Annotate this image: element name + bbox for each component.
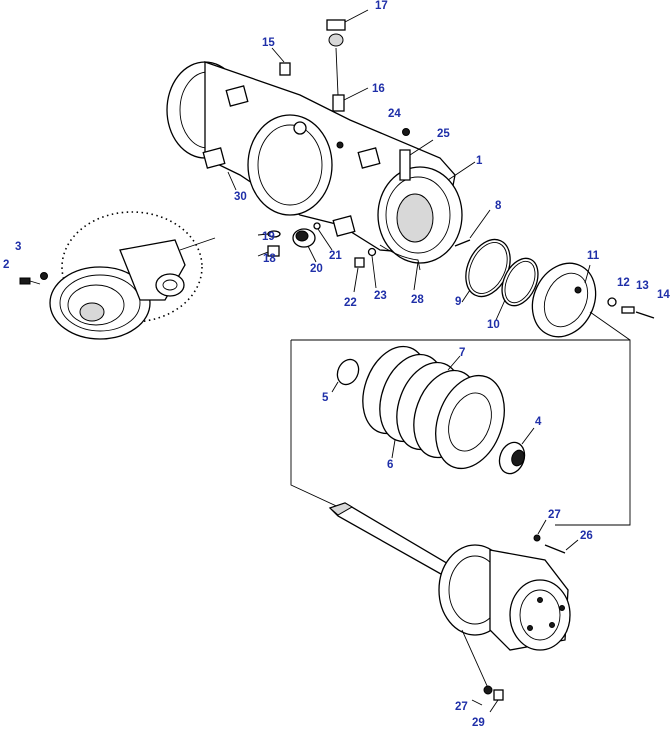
callout-10: 10 [487,319,500,331]
o-ring-10 [495,257,539,321]
washer-19 [257,230,281,238]
axle-shaft [328,502,456,579]
callout-29: 29 [472,717,485,729]
bracket-25 [399,139,434,181]
callout-20: 20 [310,263,323,275]
callout-27: 27 [548,509,561,521]
pin-8 [454,209,491,247]
callout-3: 3 [15,241,21,253]
piston-11 [531,262,597,338]
callout-16: 16 [372,83,385,95]
plug-15 [271,47,291,76]
callout-11: 11 [587,250,600,262]
callout-21: 21 [329,250,342,262]
callout-30: 30 [234,191,247,203]
wire-28 [379,244,421,291]
pin-21 [313,222,333,251]
callout-19: 19 [262,231,275,243]
washer-3 [40,272,48,280]
brake-plates-7 [435,355,505,470]
callout-24: 24 [388,108,401,120]
callout-22: 22 [344,297,357,309]
callout-9: 9 [455,296,461,308]
callout-15: 15 [262,37,275,49]
callout-17: 17 [375,0,388,12]
callout-8: 8 [495,200,502,212]
fitting-23 [367,247,377,289]
callout-7: 7 [459,347,465,359]
bolt-29 [461,629,504,713]
callout-26: 26 [580,530,593,542]
callout-14: 14 [657,289,670,301]
bolt-2 [19,277,41,285]
washer-27-top [533,519,547,542]
bolt-14 [635,311,655,319]
detail-circle [61,211,203,323]
callout-27: 27 [455,701,468,713]
callout-23: 23 [374,290,387,302]
fitting-22 [353,257,365,293]
callout-12: 12 [617,277,630,289]
bolt-24 [402,128,410,136]
bolt-26 [544,539,579,554]
sun-gear-4 [498,427,535,475]
spring-13 [621,306,635,314]
bushing-20 [292,228,317,263]
detail-hub-assembly [49,211,216,340]
wheel-hub [438,544,571,651]
callout-6: 6 [387,459,393,471]
washer-12 [607,297,617,307]
callout-25: 25 [437,128,450,140]
callout-5: 5 [322,392,329,404]
callout-18: 18 [263,253,276,265]
axle-housing [166,61,463,264]
plug-18 [257,245,280,257]
callout-4: 4 [535,416,542,428]
callout-1: 1 [476,155,483,167]
callout-28: 28 [411,294,424,306]
callout-2: 2 [3,259,9,271]
breather-17 [326,9,369,96]
o-ring-9 [461,238,511,303]
callout-13: 13 [636,280,649,292]
hose-16 [332,87,369,112]
o-ring-5 [331,358,360,393]
